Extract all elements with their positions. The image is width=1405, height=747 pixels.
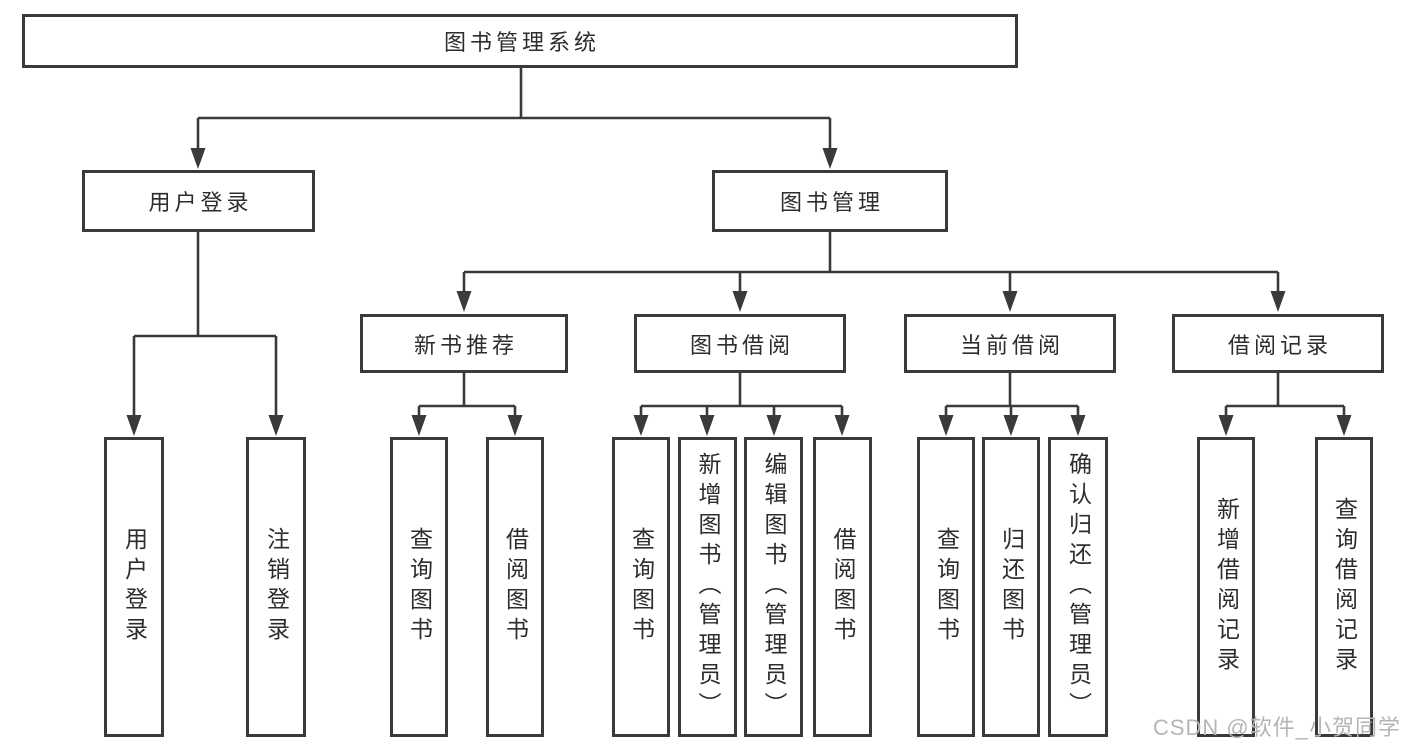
- node-book-borrowing: 图书借阅: [634, 314, 846, 373]
- node-label: 图书借阅: [689, 332, 794, 358]
- watermark-csdn: CSDN @软件_小贺同学: [1152, 715, 1401, 740]
- node-label: 借阅记录: [1227, 332, 1332, 358]
- leaf-label: 编辑图书（管理员）: [761, 452, 787, 722]
- node-label: 当前借阅: [959, 332, 1064, 358]
- leaf-label: 借阅图书: [502, 527, 529, 647]
- node-user-login: 用户登录: [82, 170, 315, 232]
- leaf-label: 用户登录: [121, 527, 148, 647]
- leaf-add-books-admin: 新增图书（管理员）: [678, 437, 737, 737]
- leaf-return-books: 归还图书: [982, 437, 1040, 737]
- leaf-confirm-return-admin: 确认归还（管理员）: [1048, 437, 1108, 737]
- leaf-label: 确认归还（管理员）: [1065, 452, 1092, 722]
- leaf-query-books-recommend: 查询图书: [390, 437, 448, 737]
- leaf-label: 归还图书: [998, 527, 1025, 647]
- leaf-logout: 注销登录: [246, 437, 306, 737]
- leaf-add-borrow-record: 新增借阅记录: [1197, 437, 1255, 737]
- leaf-query-borrow-record: 查询借阅记录: [1315, 437, 1373, 737]
- node-label: 新书推荐: [413, 332, 518, 358]
- node-library-management-system: 图书管理系统: [22, 14, 1018, 68]
- leaf-borrow-books-recommend: 借阅图书: [486, 437, 544, 737]
- node-label: 图书管理: [779, 190, 884, 215]
- leaf-label: 借阅图书: [830, 527, 856, 647]
- leaf-label: 查询图书: [628, 527, 655, 647]
- node-new-book-recommendation: 新书推荐: [360, 314, 568, 373]
- leaf-label: 查询图书: [406, 527, 433, 647]
- node-borrowing-records: 借阅记录: [1172, 314, 1384, 373]
- leaf-label: 查询图书: [933, 527, 960, 647]
- leaf-query-books-borrow: 查询图书: [612, 437, 670, 737]
- leaf-query-books-current: 查询图书: [917, 437, 975, 737]
- node-label: 图书管理系统: [443, 30, 600, 55]
- leaf-borrow-books: 借阅图书: [813, 437, 872, 737]
- leaf-user-login: 用户登录: [104, 437, 164, 737]
- node-label: 用户登录: [148, 190, 253, 215]
- node-book-management: 图书管理: [712, 170, 948, 232]
- leaf-label: 新增图书（管理员）: [695, 452, 721, 722]
- leaf-label: 注销登录: [263, 527, 290, 647]
- leaf-edit-books-admin: 编辑图书（管理员）: [744, 437, 803, 737]
- leaf-label: 查询借阅记录: [1331, 497, 1358, 677]
- node-current-borrowing: 当前借阅: [904, 314, 1116, 373]
- leaf-label: 新增借阅记录: [1213, 497, 1240, 677]
